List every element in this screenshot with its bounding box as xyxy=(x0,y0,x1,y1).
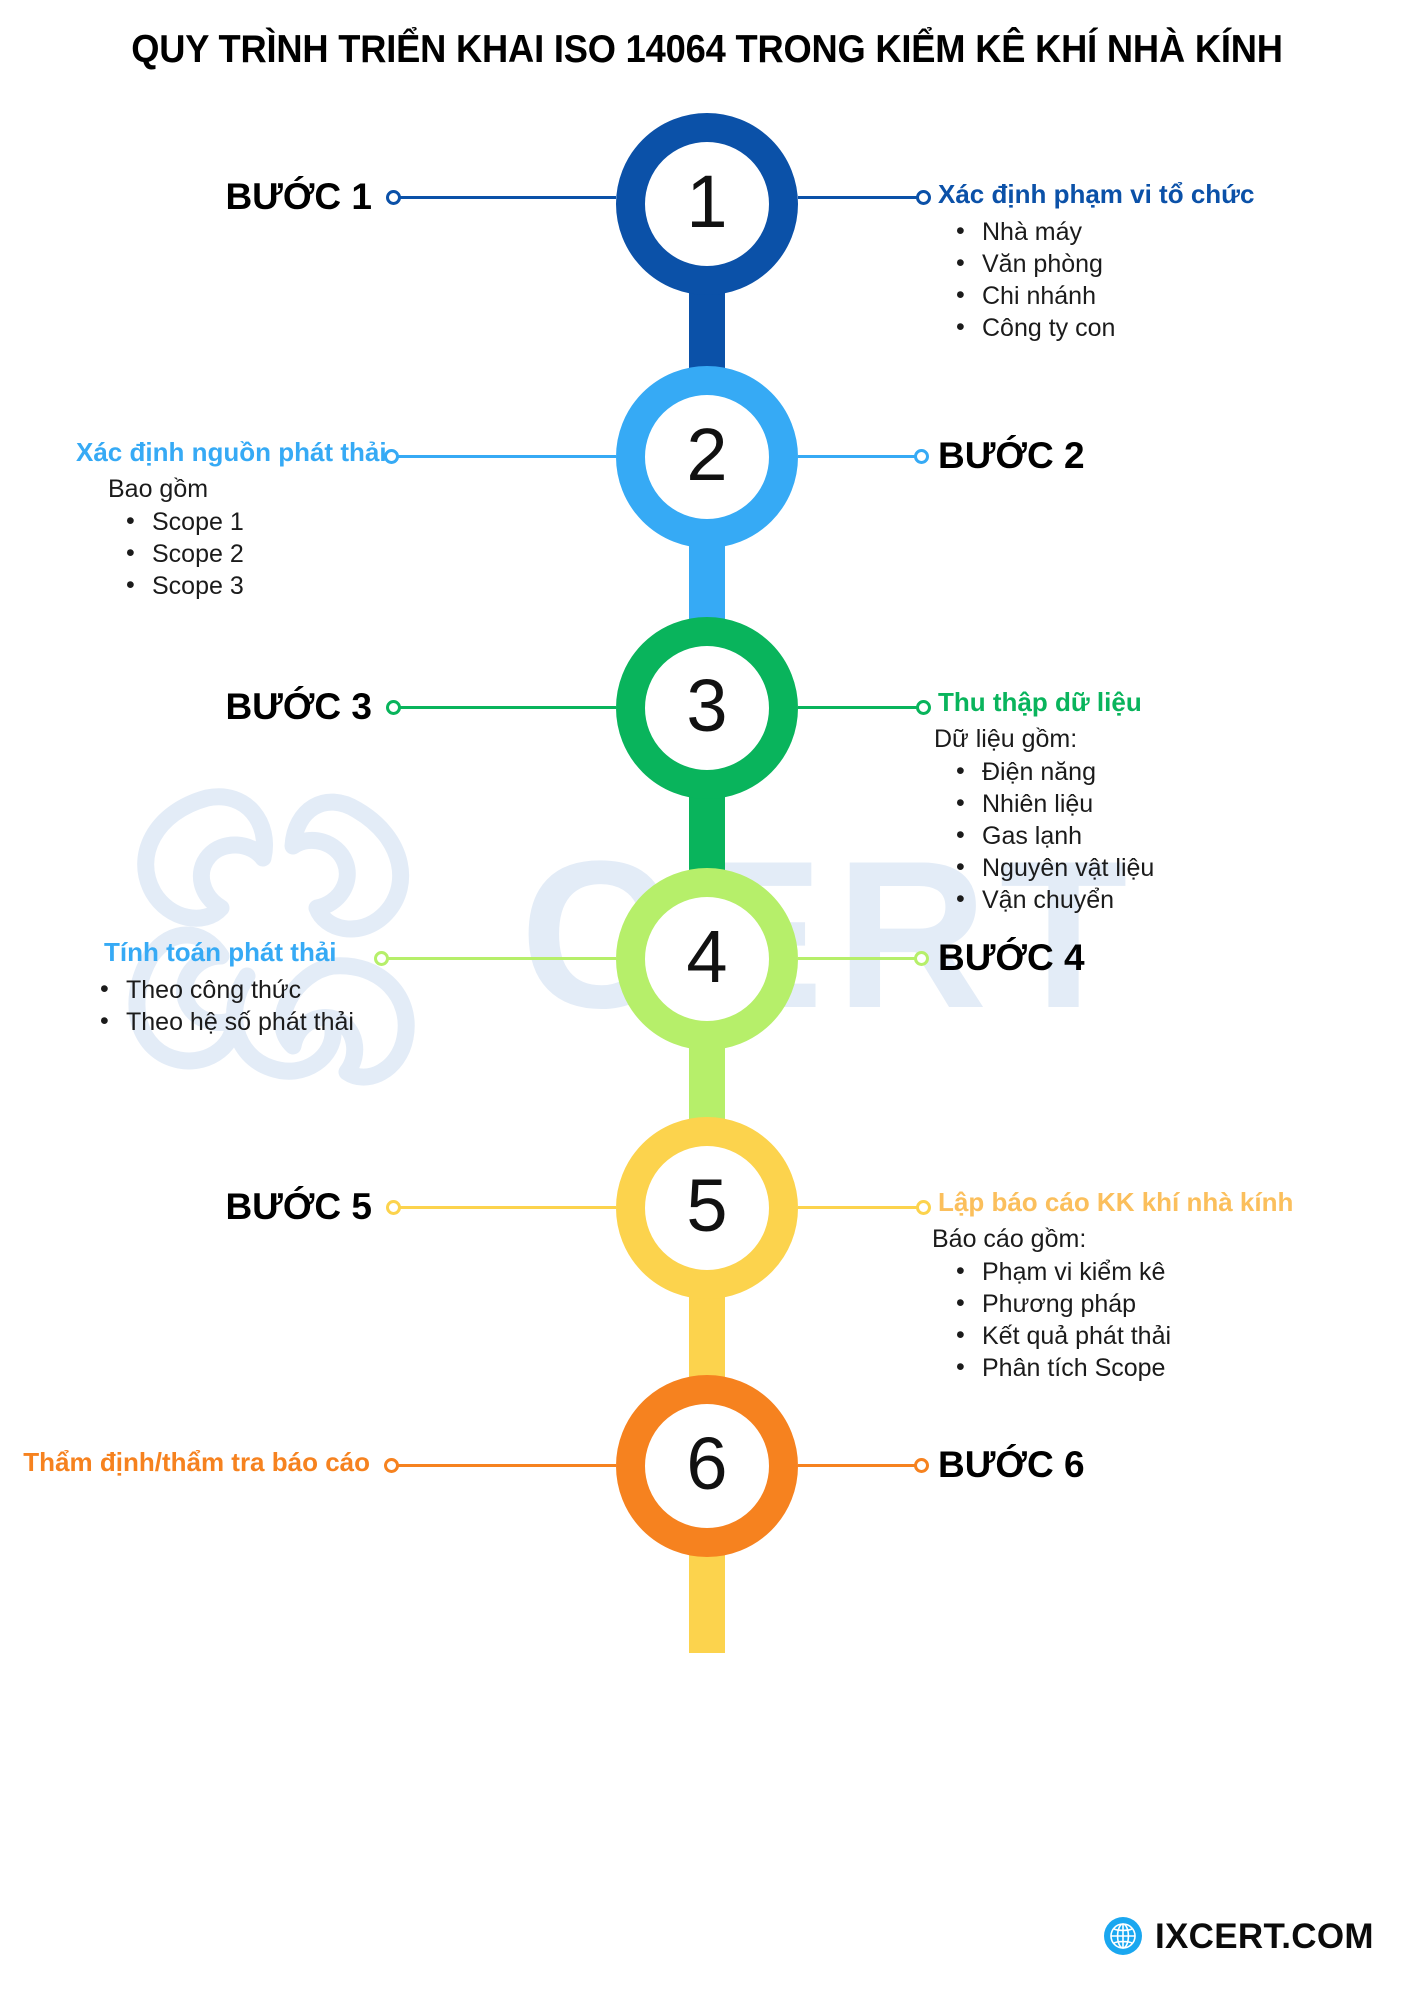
list-item: Gas lạnh xyxy=(956,819,1154,852)
step-node-5: 5 xyxy=(616,1117,798,1299)
step-number: 3 xyxy=(686,664,728,747)
step-detail-bullets: Phạm vi kiểm kê Phương pháp Kết quả phát… xyxy=(938,1255,1293,1384)
step-detail-2: Xác định nguồn phát thải Bao gồm Scope 1… xyxy=(76,437,387,602)
connector-dot-step-3-left xyxy=(386,700,401,715)
step-label-5: BƯỚC 5 xyxy=(225,1186,372,1227)
list-item: Phạm vi kiểm kê xyxy=(956,1255,1293,1288)
connector-dot-step-6-right xyxy=(914,1458,929,1473)
list-item: Scope 1 xyxy=(126,505,387,538)
connector-dot-step-5-right xyxy=(916,1200,931,1215)
connector-step-5-left xyxy=(392,1206,616,1209)
ixcert-logo[interactable]: IXCERT.COM xyxy=(1104,1917,1374,1955)
connector-step-4-left xyxy=(380,957,616,960)
step-node-1: 1 xyxy=(616,113,798,295)
step-number: 4 xyxy=(686,915,728,998)
step-number: 5 xyxy=(686,1164,728,1247)
list-item: Scope 2 xyxy=(126,537,387,570)
list-item: Công ty con xyxy=(956,311,1254,344)
connector-step-5-right xyxy=(798,1206,922,1209)
step-detail-heading: Thẩm định/thẩm tra báo cáo xyxy=(23,1447,370,1477)
connector-dot-step-1-left xyxy=(386,190,401,205)
step-detail-5: Lập báo cáo KK khí nhà kính Báo cáo gồm:… xyxy=(932,1187,1294,1384)
step-node-2: 2 xyxy=(616,366,798,548)
connector-step-4-right xyxy=(798,957,920,960)
connector-dot-step-3-right xyxy=(916,700,931,715)
step-detail-heading: Lập báo cáo KK khí nhà kính xyxy=(938,1187,1294,1217)
list-item: Phân tích Scope xyxy=(956,1351,1293,1384)
connector-step-2-right xyxy=(798,455,920,458)
step-number: 6 xyxy=(686,1422,728,1505)
step-detail-heading: Xác định phạm vi tổ chức xyxy=(938,179,1255,209)
logo-text: IXCERT.COM xyxy=(1155,1916,1374,1956)
step-detail-6: Thẩm định/thẩm tra báo cáo xyxy=(0,1447,370,1484)
step-detail-bullets: Điện năng Nhiên liệu Gas lạnh Nguyên vật… xyxy=(938,755,1154,916)
list-item: Phương pháp xyxy=(956,1287,1293,1320)
connector-step-6-right xyxy=(798,1464,920,1467)
connector-dot-step-5-left xyxy=(386,1200,401,1215)
list-item: Văn phòng xyxy=(956,247,1254,280)
list-item: Theo hệ số phát thải xyxy=(100,1005,354,1038)
step-detail-1: Xác định phạm vi tổ chức Nhà máy Văn phò… xyxy=(938,179,1255,344)
list-item: Theo công thức xyxy=(100,973,354,1006)
step-number: 2 xyxy=(686,413,728,496)
step-label-6: BƯỚC 6 xyxy=(938,1444,1085,1485)
list-item: Kết quả phát thải xyxy=(956,1319,1293,1352)
list-item: Nguyên vật liệu xyxy=(956,851,1154,884)
connector-step-1-left xyxy=(392,196,616,199)
step-detail-sub: Dữ liệu gồm: xyxy=(934,724,1078,753)
connector-step-3-right xyxy=(798,706,922,709)
list-item: Scope 3 xyxy=(126,569,387,602)
step-detail-heading: Xác định nguồn phát thải xyxy=(76,437,387,467)
connector-dot-step-4-left xyxy=(374,951,389,966)
connector-dot-step-2-left xyxy=(384,449,399,464)
connector-dot-step-4-right xyxy=(914,951,929,966)
step-detail-bullets: Nhà máy Văn phòng Chi nhánh Công ty con xyxy=(938,215,1254,344)
step-label-4: BƯỚC 4 xyxy=(938,937,1085,978)
step-node-4: 4 xyxy=(616,868,798,1050)
step-number: 1 xyxy=(686,160,728,243)
list-item: Vận chuyển xyxy=(956,883,1154,916)
list-item: Nhà máy xyxy=(956,215,1254,248)
list-item: Chi nhánh xyxy=(956,279,1254,312)
step-node-3: 3 xyxy=(616,617,798,799)
connector-dot-step-1-right xyxy=(916,190,931,205)
page-title: QUY TRÌNH TRIỂN KHAI ISO 14064 TRONG KIỂ… xyxy=(131,28,1283,71)
list-item: Nhiên liệu xyxy=(956,787,1154,820)
step-node-6: 6 xyxy=(616,1375,798,1557)
connector-dot-step-6-left xyxy=(384,1458,399,1473)
step-detail-3: Thu thập dữ liệu Dữ liệu gồm: Điện năng … xyxy=(934,687,1154,916)
step-label-3: BƯỚC 3 xyxy=(225,686,372,727)
connector-step-1-right xyxy=(798,196,922,199)
step-detail-heading: Tính toán phát thải xyxy=(104,937,337,967)
step-label-2: BƯỚC 2 xyxy=(938,435,1085,476)
connector-step-3-left xyxy=(392,706,616,709)
step-detail-sub: Báo cáo gồm: xyxy=(932,1224,1087,1253)
step-detail-heading: Thu thập dữ liệu xyxy=(938,687,1142,717)
connector-step-6-left xyxy=(390,1464,616,1467)
step-detail-bullets: Scope 1 Scope 2 Scope 3 xyxy=(76,505,387,602)
step-label-1: BƯỚC 1 xyxy=(225,176,372,217)
step-detail-bullets: Theo công thức Theo hệ số phát thải xyxy=(100,973,354,1038)
connector-step-2-left xyxy=(390,455,616,458)
step-detail-4: Tính toán phát thải Theo công thức Theo … xyxy=(100,937,354,1038)
connector-dot-step-2-right xyxy=(914,449,929,464)
step-detail-sub: Bao gồm xyxy=(108,474,209,503)
list-item: Điện năng xyxy=(956,755,1154,788)
globe-icon xyxy=(1104,1917,1142,1955)
